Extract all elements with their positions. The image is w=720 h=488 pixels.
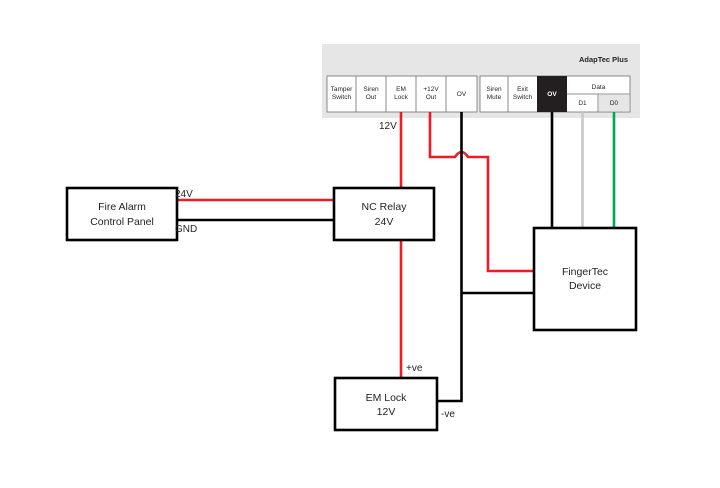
svg-text:Fire Alarm: Fire Alarm xyxy=(98,201,146,213)
svg-text:Device: Device xyxy=(569,280,601,292)
terminal-exit-switch: Exit Switch xyxy=(513,86,533,101)
svg-text:Switch: Switch xyxy=(332,94,352,101)
terminal-tamper-switch: Tamper Switch xyxy=(331,86,354,101)
svg-text:NC Relay: NC Relay xyxy=(362,201,408,213)
fire-alarm-control-panel: Fire Alarm Control Panel xyxy=(65,186,179,242)
svg-text:Siren: Siren xyxy=(486,86,502,93)
svg-text:+12V: +12V xyxy=(423,86,439,93)
terminal-d0-fill xyxy=(598,94,630,112)
svg-text:Mute: Mute xyxy=(487,94,502,101)
svg-text:Lock: Lock xyxy=(394,94,408,101)
label-positive: +ve xyxy=(406,363,423,374)
label-12v: 12V xyxy=(379,121,397,132)
svg-text:24V: 24V xyxy=(375,216,394,228)
wire-0v-to-em-lock xyxy=(437,112,463,403)
terminal-data-group: Data D1 D0 xyxy=(578,84,618,107)
svg-text:12V: 12V xyxy=(377,406,396,418)
svg-text:Control Panel: Control Panel xyxy=(90,216,154,228)
data-label: Data xyxy=(592,84,606,91)
wires xyxy=(178,112,616,403)
svg-text:EM Lock: EM Lock xyxy=(366,392,408,404)
svg-text:Out: Out xyxy=(366,94,377,101)
terminal-d1: D1 xyxy=(578,100,587,107)
svg-text:EM: EM xyxy=(396,86,406,93)
terminal-siren-out: Siren Out xyxy=(363,86,379,101)
svg-text:Exit: Exit xyxy=(517,86,528,93)
terminal-block-left: Tamper Switch Siren Out EM Lock +12V Out… xyxy=(326,75,478,113)
nc-relay: NC Relay 24V xyxy=(332,186,436,242)
em-lock: EM Lock 12V xyxy=(333,376,439,432)
adaptec-plus-panel: AdapTec Plus Tamper Switch Siren Out EM … xyxy=(322,44,640,118)
wire-12v-to-fingertec xyxy=(428,112,534,273)
terminal-0v-right: OV xyxy=(547,91,557,98)
label-24v: 24V xyxy=(175,189,193,200)
svg-text:OV: OV xyxy=(547,91,557,98)
svg-text:Out: Out xyxy=(426,94,437,101)
terminal-0v-left: OV xyxy=(457,91,467,98)
svg-text:Tamper: Tamper xyxy=(331,86,354,93)
terminal-block-right: Siren Mute Exit Switch OV Data D1 D0 xyxy=(479,75,631,113)
svg-text:Siren: Siren xyxy=(363,86,379,93)
label-negative: -ve xyxy=(441,409,455,420)
terminal-siren-mute: Siren Mute xyxy=(486,86,502,101)
svg-text:OV: OV xyxy=(457,91,467,98)
label-gnd: GND xyxy=(175,224,197,235)
panel-title: AdapTec Plus xyxy=(579,55,628,64)
terminal-d0: D0 xyxy=(610,100,619,107)
svg-text:FingerTec: FingerTec xyxy=(562,266,608,278)
fingertec-device: FingerTec Device xyxy=(532,226,638,332)
svg-text:Switch: Switch xyxy=(513,94,533,101)
terminal-12v-out: +12V Out xyxy=(423,86,439,101)
terminal-0v-highlight xyxy=(537,76,567,112)
terminal-em-lock: EM Lock xyxy=(394,86,408,101)
